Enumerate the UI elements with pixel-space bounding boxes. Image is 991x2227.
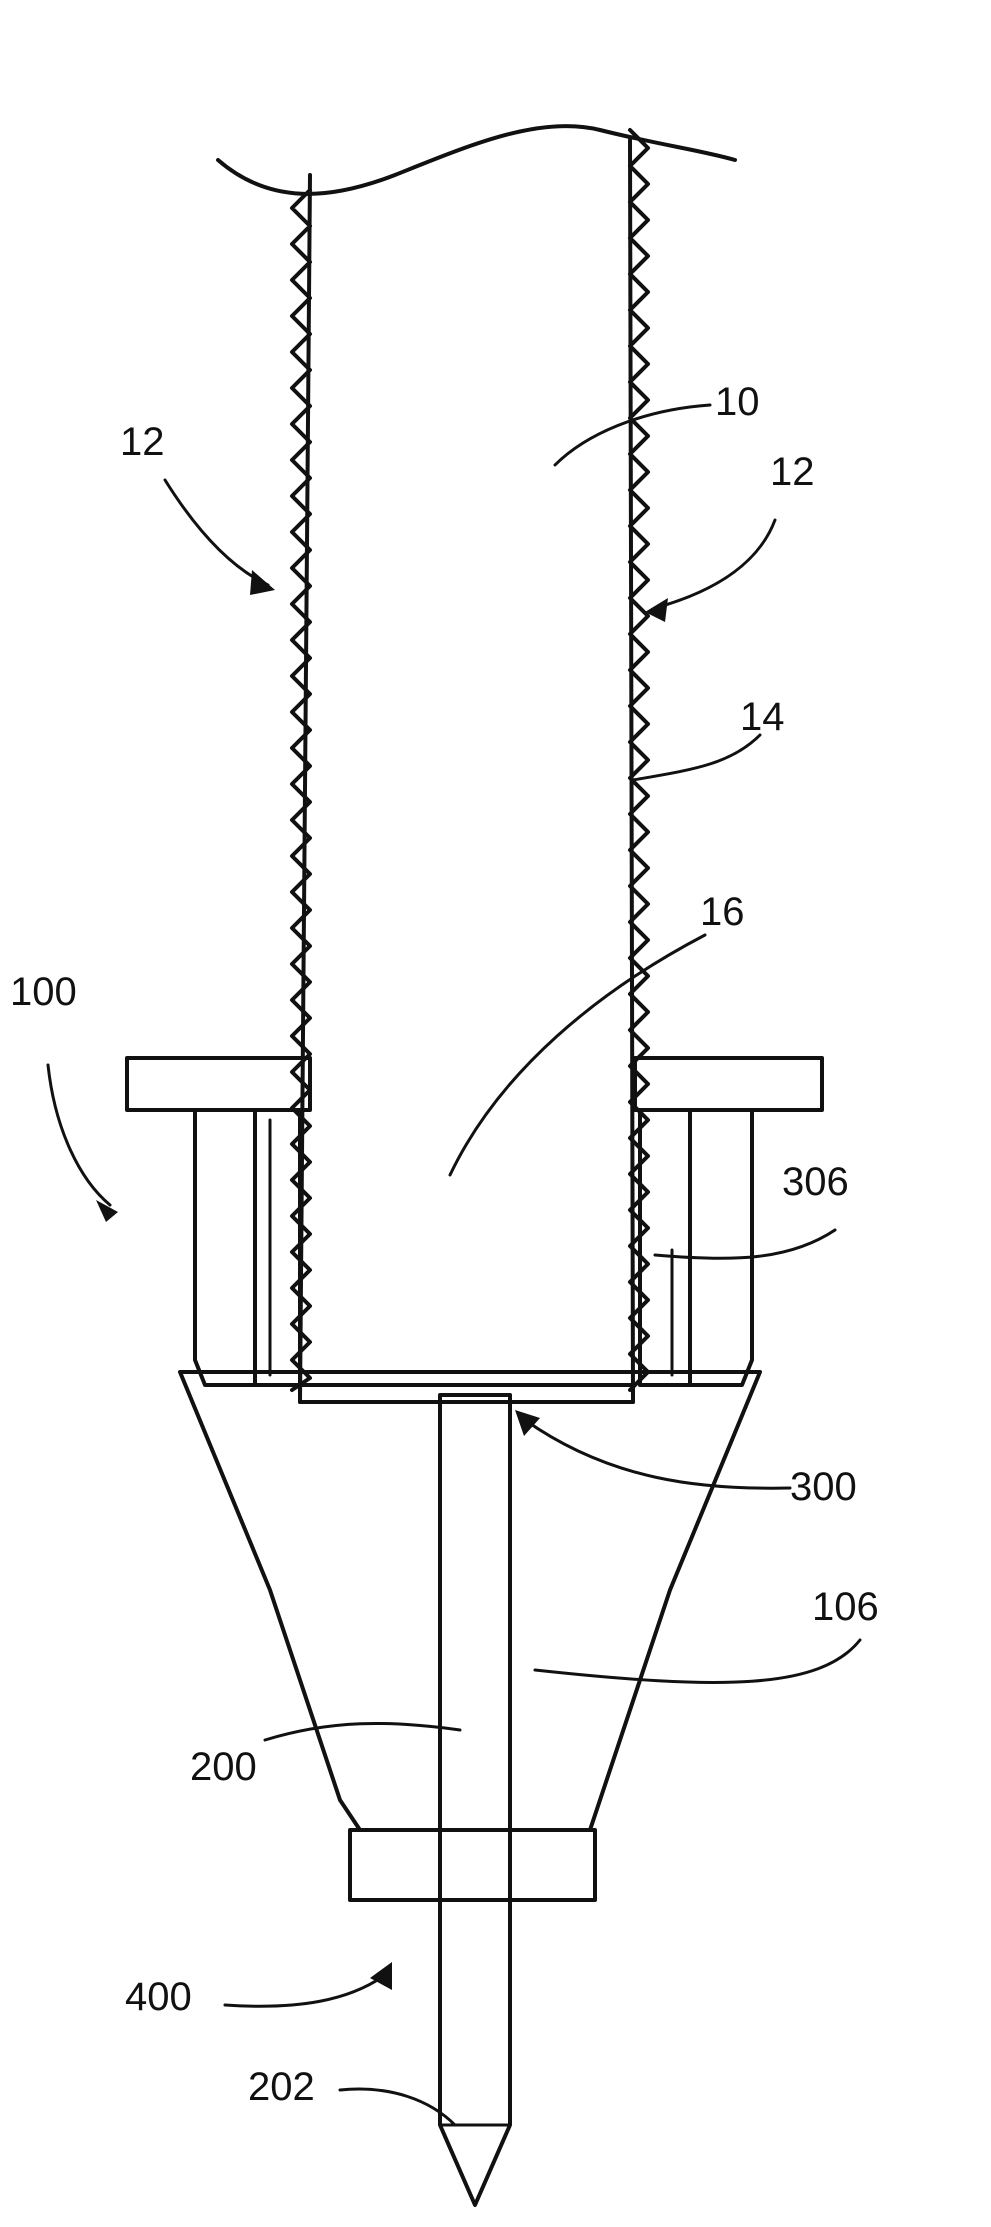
- leader-106: [535, 1640, 860, 1682]
- leader-100: [48, 1065, 110, 1205]
- arrow-12-left: [250, 570, 275, 595]
- vent-channel-left: [255, 1110, 300, 1385]
- collar-flange-right: [635, 1058, 822, 1110]
- ref-label-300: 300: [790, 1465, 857, 1509]
- leader-400: [225, 1975, 385, 2006]
- ref-label-12-right: 12: [770, 450, 815, 494]
- break-line: [218, 126, 735, 194]
- collar-wall-right: [690, 1110, 752, 1385]
- needle: [440, 1395, 510, 2205]
- ref-label-16: 16: [700, 890, 745, 934]
- ref-label-100: 100: [10, 970, 77, 1014]
- collar-flange-left: [127, 1058, 310, 1110]
- leader-16: [450, 935, 705, 1175]
- ref-label-306: 306: [782, 1160, 849, 1204]
- vent-channel-right: [640, 1110, 690, 1385]
- leader-300: [525, 1420, 790, 1488]
- leader-14: [633, 735, 760, 780]
- arrow-300: [515, 1410, 540, 1436]
- ref-label-106: 106: [812, 1585, 879, 1629]
- ref-label-14: 14: [740, 695, 785, 739]
- ref-label-12-left: 12: [120, 420, 165, 464]
- threaded-shaft: [300, 140, 633, 1402]
- ref-label-10: 10: [715, 380, 760, 424]
- ref-label-400: 400: [125, 1975, 192, 2019]
- collar-wall-left: [195, 1110, 255, 1385]
- ref-label-200: 200: [190, 1745, 257, 1789]
- leader-12-left: [165, 480, 268, 585]
- arrow-400: [370, 1962, 392, 1990]
- arrow-12-right: [645, 598, 668, 622]
- leader-202: [340, 2089, 455, 2125]
- lower-collar: [350, 1830, 595, 1900]
- leader-200: [265, 1723, 460, 1740]
- leader-306: [655, 1230, 835, 1258]
- conical-hub: [180, 1372, 760, 1830]
- ref-label-202: 202: [248, 2065, 315, 2109]
- leader-12-right: [655, 520, 775, 608]
